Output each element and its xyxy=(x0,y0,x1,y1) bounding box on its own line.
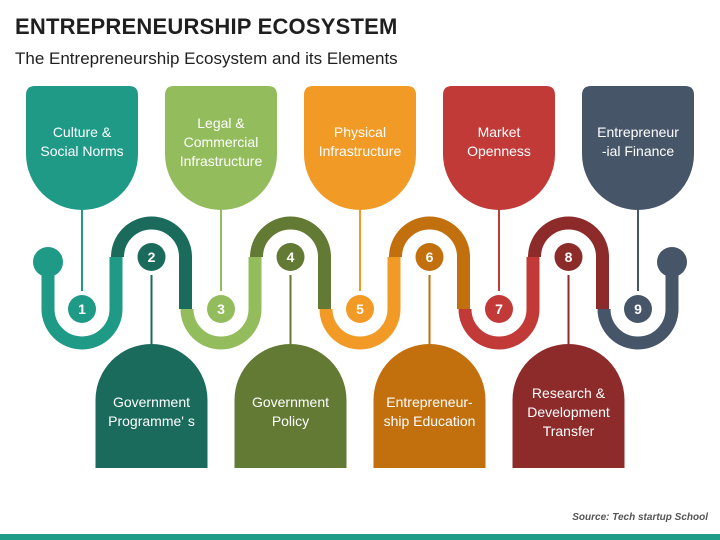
node-number-9: 9 xyxy=(634,301,642,317)
page-subtitle: The Entrepreneurship Ecosystem and its E… xyxy=(15,49,398,68)
node-5 xyxy=(346,295,374,323)
element-label-4: Government Policy xyxy=(251,394,330,429)
node-9 xyxy=(624,295,652,323)
element-tab-8 xyxy=(512,344,625,468)
path-arc-4 xyxy=(250,216,331,258)
node-1 xyxy=(68,295,96,323)
path-arc-6 xyxy=(389,216,470,258)
element-label-8: Research & Development Transfer xyxy=(527,384,610,439)
element-label-3: Legal & Commercial Infrastructure xyxy=(179,114,263,169)
number-nodes xyxy=(64,239,656,327)
element-tab-1 xyxy=(26,86,138,210)
element-tab-5 xyxy=(304,86,416,210)
path-arc-2 xyxy=(111,216,192,258)
path-arc-1 xyxy=(41,308,123,350)
element-tab-4 xyxy=(234,344,347,468)
node-number-1: 1 xyxy=(78,301,86,317)
node-6 xyxy=(415,243,444,271)
element-label-2: Government Programme' s xyxy=(108,394,195,429)
node-number-8: 8 xyxy=(564,249,573,265)
element-label-1: Culture & Social Norms xyxy=(40,124,124,159)
node-number-7: 7 xyxy=(495,301,503,317)
node-7 xyxy=(485,295,513,323)
node-3 xyxy=(207,295,235,323)
path-arc-8 xyxy=(528,216,609,258)
node-number-4: 4 xyxy=(286,249,295,265)
element-tabs xyxy=(26,86,694,468)
page-title: ENTREPRENEURSHIP ECOSYSTEM xyxy=(15,14,398,39)
path-arc-3 xyxy=(180,308,262,350)
element-label-5: Physical Infrastructure xyxy=(318,124,402,159)
element-tab-9 xyxy=(582,86,694,210)
node-2 xyxy=(137,243,166,271)
node-number-6: 6 xyxy=(425,249,434,265)
path-arc-9 xyxy=(597,308,679,350)
bottom-accent-bar xyxy=(0,534,720,540)
node-number-3: 3 xyxy=(217,301,225,317)
node-8 xyxy=(554,243,583,271)
node-4 xyxy=(276,243,305,271)
path-arc-7 xyxy=(458,308,540,350)
source-note: Source: Tech startup School xyxy=(572,512,708,523)
path-start-cap xyxy=(33,247,63,277)
element-tab-6 xyxy=(373,344,486,468)
path-arc-5 xyxy=(319,308,401,350)
node-number-5: 5 xyxy=(356,301,364,317)
path-end-cap xyxy=(657,247,687,277)
element-label-7: Market Openness xyxy=(467,124,531,159)
element-tab-2 xyxy=(95,344,208,468)
path-arcs xyxy=(33,216,687,350)
element-tab-3 xyxy=(165,86,277,210)
element-tab-7 xyxy=(443,86,555,210)
element-label-9: Entrepreneur -ial Finance xyxy=(597,124,679,159)
node-number-2: 2 xyxy=(147,249,156,265)
element-label-6: Entrepreneur- ship Education xyxy=(383,394,476,429)
